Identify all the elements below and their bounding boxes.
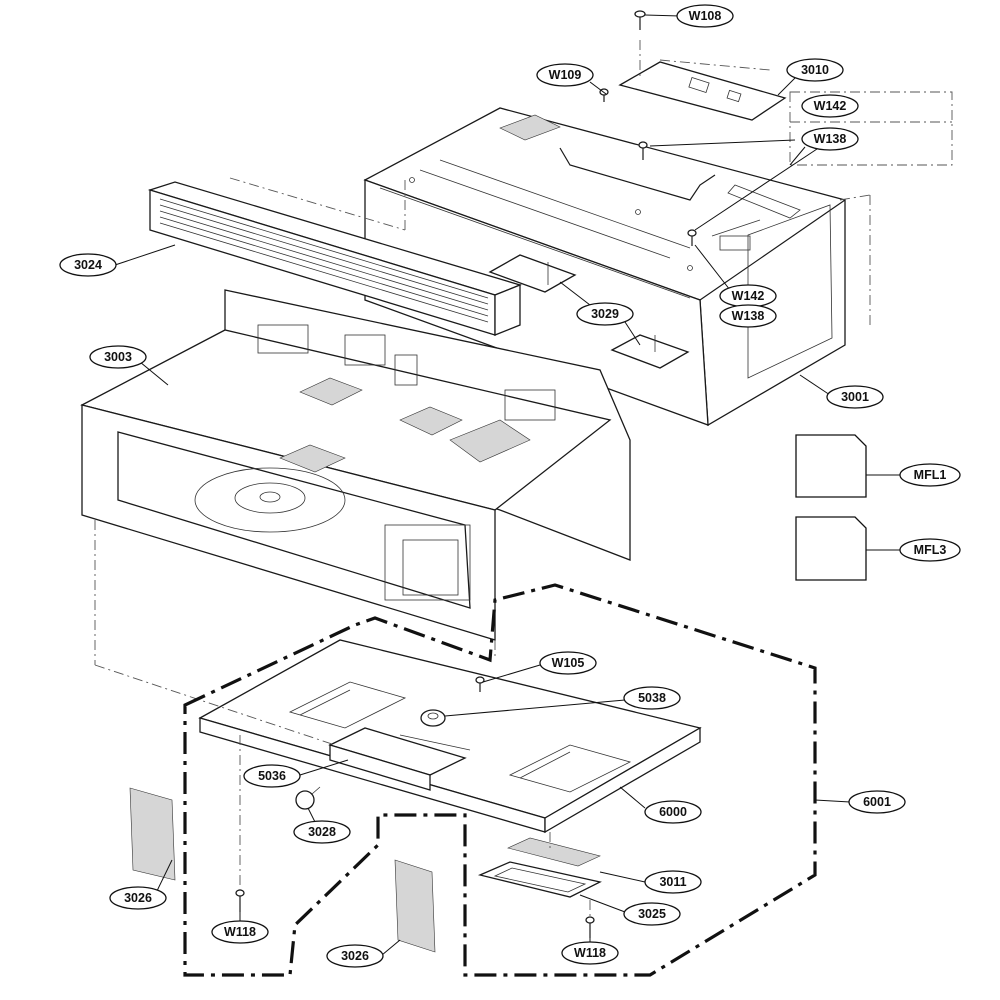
svg-text:MFL1: MFL1: [914, 468, 947, 482]
callout-w118-left: W118: [211, 920, 269, 944]
vent-grille-3024: [147, 181, 522, 336]
svg-text:W118: W118: [224, 925, 256, 939]
callout-3029: 3029: [576, 302, 634, 326]
callout-w138-mid: W138: [719, 304, 777, 328]
svg-text:6000: 6000: [659, 805, 687, 819]
callout-6001: 6001: [848, 790, 906, 814]
screw-w108: [634, 10, 646, 30]
bracket-3029: [488, 254, 690, 369]
screw-w118-right: [585, 916, 595, 938]
thermostat-5038: [420, 709, 446, 727]
callout-w105: W105: [539, 651, 597, 675]
callout-3026-bottom: 3026: [326, 944, 384, 968]
callout-w109: W109: [536, 63, 594, 87]
svg-text:W142: W142: [814, 99, 847, 113]
svg-text:3026: 3026: [124, 891, 152, 905]
svg-text:3003: 3003: [104, 350, 132, 364]
callout-3011: 3011: [644, 870, 702, 894]
inner-cavity-3003: [80, 289, 631, 641]
manual-card-mfl1: [795, 434, 867, 498]
svg-text:3010: 3010: [801, 63, 829, 77]
svg-text:3026: 3026: [341, 949, 369, 963]
leader-lines: [114, 14, 900, 956]
top-plate-3010: [618, 40, 787, 121]
svg-text:5038: 5038: [638, 691, 666, 705]
callout-3028: 3028: [293, 820, 351, 844]
base-plate-6000: [198, 639, 702, 834]
svg-text:3001: 3001: [841, 390, 869, 404]
svg-text:3025: 3025: [638, 907, 666, 921]
svg-text:W138: W138: [732, 309, 765, 323]
svg-text:W105: W105: [552, 656, 585, 670]
lens-3011: [507, 837, 601, 867]
callout-3024: 3024: [59, 253, 117, 277]
manual-card-mfl3: [795, 516, 867, 581]
svg-text:MFL3: MFL3: [914, 543, 947, 557]
callout-5038: 5038: [623, 686, 681, 710]
svg-text:6001: 6001: [863, 795, 891, 809]
svg-text:3011: 3011: [659, 875, 686, 889]
grease-filter-3026-bottom: [394, 859, 436, 953]
lamp-cover-3025: [477, 861, 602, 898]
callout-3003: 3003: [89, 345, 147, 369]
screw-w105: [475, 676, 485, 692]
screw-w142-mid: [687, 229, 697, 246]
bracket-5036: [328, 727, 471, 791]
svg-text:3029: 3029: [591, 307, 619, 321]
outer-case-3001: [363, 107, 846, 427]
svg-text:W109: W109: [549, 68, 582, 82]
grease-filter-3026-left: [129, 787, 176, 881]
callout-6000: 6000: [644, 800, 702, 824]
callout-3025: 3025: [623, 902, 681, 926]
callout-w142-mid: W142: [719, 284, 777, 308]
svg-text:3028: 3028: [308, 825, 336, 839]
callout-3026-left: 3026: [109, 886, 167, 910]
callout-mfl3: MFL3: [899, 538, 961, 562]
svg-text:W108: W108: [689, 9, 722, 23]
callout-w118-right: W118: [561, 941, 619, 965]
lamp-3028: [295, 786, 321, 810]
callout-mfl1: MFL1: [899, 463, 961, 487]
svg-text:3024: 3024: [74, 258, 102, 272]
svg-text:5036: 5036: [258, 769, 286, 783]
callout-3010: 3010: [786, 58, 844, 82]
screw-w118-left: [235, 889, 245, 912]
callout-w142-top: W142: [801, 94, 859, 118]
callout-w108: W108: [676, 4, 734, 28]
callout-5036: 5036: [243, 764, 301, 788]
callout-w138-top: W138: [801, 127, 859, 151]
svg-text:W138: W138: [814, 132, 847, 146]
assembly-outline-6001: [183, 583, 817, 977]
svg-text:W142: W142: [732, 289, 765, 303]
svg-text:W118: W118: [574, 946, 606, 960]
screw-w138-top: [638, 141, 648, 160]
callout-3001: 3001: [826, 385, 884, 409]
